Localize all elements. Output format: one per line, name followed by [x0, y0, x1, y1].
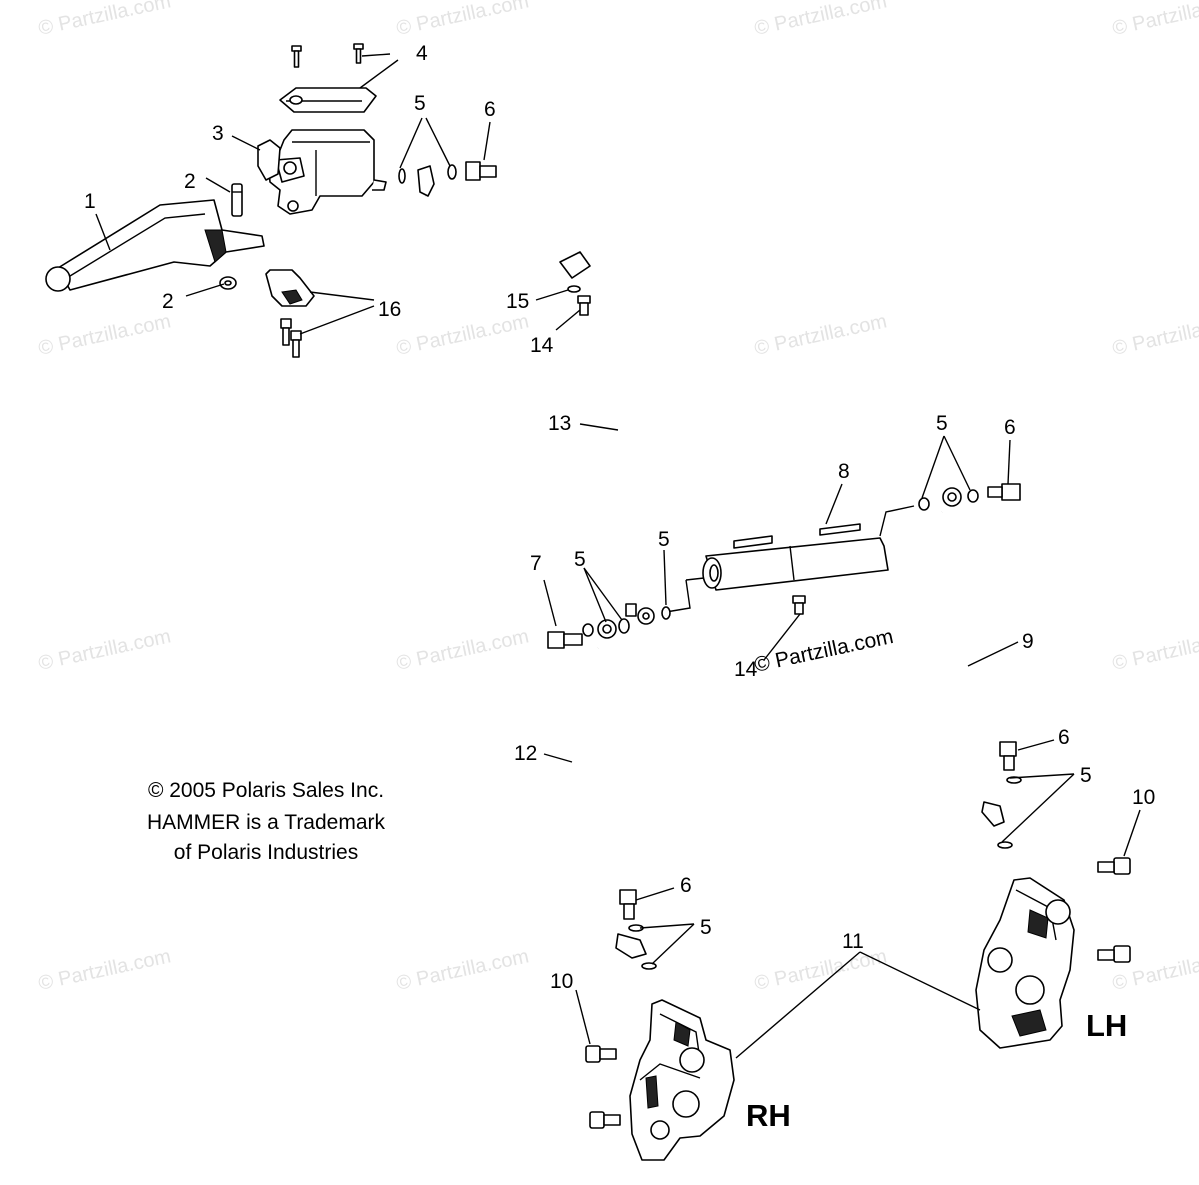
watermark: © Partzilla.com: [36, 625, 172, 675]
copyright-line-3: of Polaris Industries: [174, 841, 358, 864]
handlebar-clamp: [265, 269, 315, 307]
rh-label: RH: [746, 1098, 791, 1133]
rh-brake-caliper: [629, 999, 735, 1161]
callout-5: 5: [936, 412, 948, 435]
bleeder-screw: [792, 595, 806, 615]
reservoir-cover: [279, 87, 377, 113]
copyright-block: © 2005 Polaris Sales Inc. HAMMER is a Tr…: [147, 779, 386, 864]
cover-screw: [291, 45, 302, 68]
callout-7: 7: [530, 552, 542, 575]
watermark: © Partzilla.com: [36, 0, 172, 40]
brake-splitter-block: [665, 505, 915, 615]
crush-washer: [641, 962, 657, 970]
banjo-fitting: [942, 487, 962, 507]
callout-5: 5: [700, 916, 712, 939]
crush-washer: [618, 618, 630, 634]
caliper-bolt: [1097, 857, 1131, 875]
callout-6: 6: [680, 874, 692, 897]
crush-washer: [447, 164, 457, 180]
crush-washer: [398, 168, 406, 184]
brake-lever: [57, 199, 265, 291]
lh-brake-caliper: [975, 877, 1075, 1049]
leader-lines: [95, 53, 1141, 1059]
callout-3: 3: [212, 122, 224, 145]
crush-washer: [567, 285, 581, 293]
watermark: © Partzilla.com: [394, 625, 530, 675]
watermark: © Partzilla.com: [1110, 310, 1199, 360]
banjo-bolt: [987, 483, 1021, 501]
callout-9: 9: [1022, 630, 1034, 653]
callout-15: 15: [506, 290, 529, 313]
callout-6: 6: [484, 98, 496, 121]
banjo-fitting: [637, 607, 655, 625]
watermark: © Partzilla.com: [394, 0, 530, 40]
crush-washer: [582, 623, 594, 637]
watermark: © Partzilla.com: [36, 310, 172, 360]
crush-washer: [918, 497, 930, 511]
cover-screw: [353, 43, 364, 64]
lh-label: LH: [1086, 1008, 1127, 1043]
lever-ball-end: [45, 266, 71, 292]
callout-6: 6: [1004, 416, 1016, 439]
clamp-bolt: [280, 318, 292, 346]
crush-washer: [997, 841, 1013, 849]
pivot-pin: [231, 183, 243, 217]
callout-6: 6: [1058, 726, 1070, 749]
bleeder-screw: [577, 295, 591, 316]
watermark-inline: © Partzilla.com: [752, 625, 895, 677]
watermark: © Partzilla.com: [36, 945, 172, 995]
crush-washer: [967, 489, 979, 503]
callout-16: 16: [378, 298, 401, 321]
callout-2: 2: [162, 290, 174, 313]
callout-14: 14: [530, 334, 554, 357]
brake-hose-13: [417, 165, 637, 617]
callout-1: 1: [84, 190, 96, 213]
copyright-line-1: © 2005 Polaris Sales Inc.: [148, 779, 384, 802]
caliper-bolt: [1097, 945, 1131, 963]
callout-5: 5: [414, 92, 426, 115]
pivot-nut: [219, 276, 237, 290]
callout-10: 10: [550, 970, 573, 993]
brake-hose-12: [572, 647, 647, 959]
callout-14: 14: [734, 658, 758, 681]
watermark: © Partzilla.com: [752, 0, 888, 40]
callout-11: 11: [842, 930, 864, 953]
watermark: © Partzilla.com: [394, 945, 530, 995]
callout-4: 4: [416, 42, 428, 65]
callout-5: 5: [658, 528, 670, 551]
caliper-bolt: [589, 1111, 621, 1129]
master-cylinder-assembly: [45, 43, 387, 358]
callout-5: 5: [1080, 764, 1092, 787]
caliper-bolt: [585, 1045, 617, 1063]
clamp-bolt: [290, 330, 302, 358]
callout-2: 2: [184, 170, 196, 193]
watermark: © Partzilla.com: [394, 310, 530, 360]
watermark: © Partzilla.com: [1110, 0, 1199, 40]
banjo-fitting: [597, 619, 617, 639]
callout-8: 8: [838, 460, 850, 483]
banjo-bolt: [999, 741, 1017, 771]
crush-washer: [661, 606, 671, 620]
watermark: © Partzilla.com: [1110, 625, 1199, 675]
watermark: © Partzilla.com: [752, 945, 888, 995]
copyright-line-2: HAMMER is a Trademark: [147, 811, 386, 834]
callout-13: 13: [548, 412, 571, 435]
callout-10: 10: [1132, 786, 1155, 809]
callout-12: 12: [514, 742, 537, 765]
callout-5: 5: [574, 548, 586, 571]
brake-switch: [257, 139, 281, 181]
banjo-bolt: [465, 161, 497, 181]
banjo-bolt: [547, 631, 583, 649]
watermark: © Partzilla.com: [752, 310, 888, 360]
brake-hose-9: [938, 511, 1005, 827]
banjo-bolt: [619, 889, 637, 920]
